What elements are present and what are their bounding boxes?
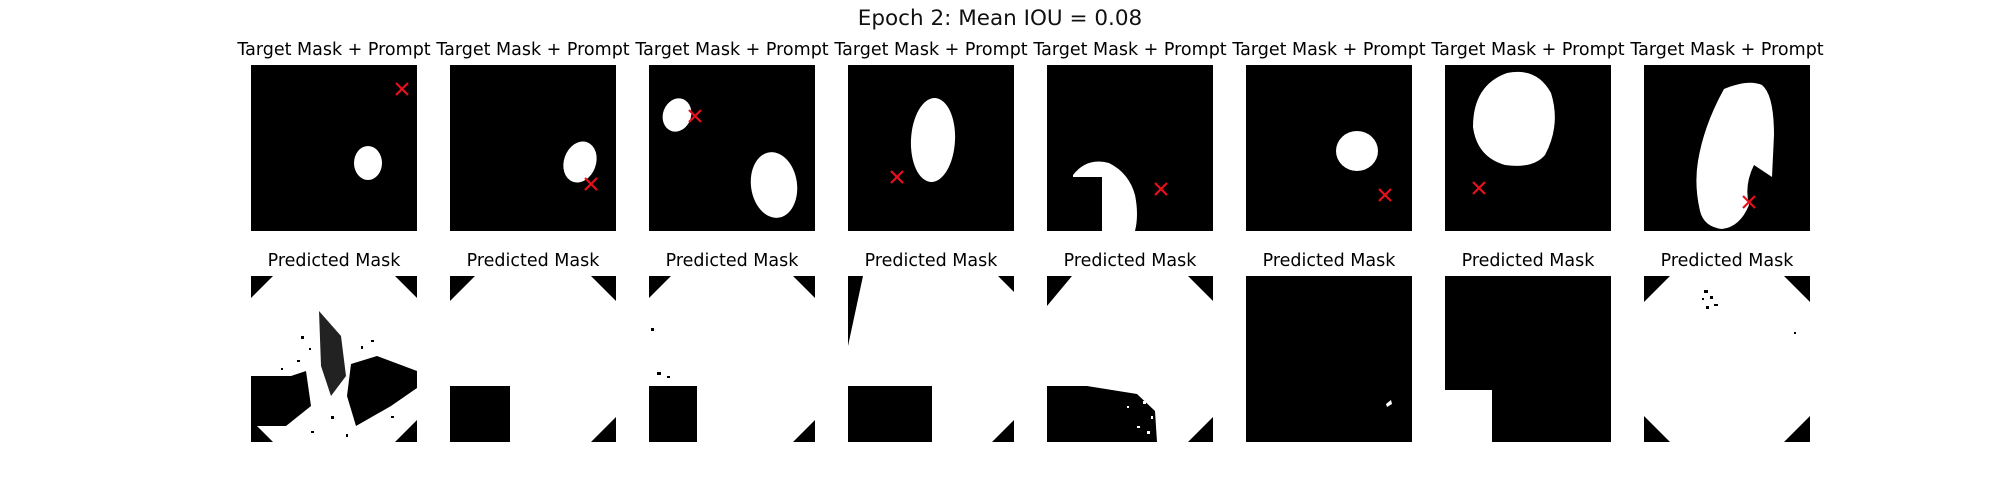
figure-title: Epoch 2: Mean IOU = 0.08: [857, 6, 1143, 31]
prompt-marker-x-icon: [1472, 181, 1486, 195]
predicted-title-5: Predicted Mask: [1063, 251, 1197, 271]
target-title-6: Target Mask + Prompt: [1232, 40, 1426, 60]
predicted-mask-panel-1: [251, 276, 417, 442]
predicted-mask-region: [450, 276, 616, 442]
target-mask-blob: [354, 146, 382, 180]
predicted-title-8: Predicted Mask: [1660, 251, 1794, 271]
target-mask-blob: [563, 141, 597, 183]
prompt-marker-x-icon: [584, 177, 598, 191]
noise-speckles: [651, 328, 670, 378]
predicted-mask-panel-3: [649, 276, 815, 442]
predicted-mask-panel-8: [1644, 276, 1810, 442]
target-mask-panel-8: [1644, 65, 1810, 231]
predicted-mask-panel-2: [450, 276, 616, 442]
predicted-title-2: Predicted Mask: [466, 251, 600, 271]
predicted-title-6: Predicted Mask: [1262, 251, 1396, 271]
target-title-2: Target Mask + Prompt: [436, 40, 630, 60]
target-mask-panel-5: [1047, 65, 1213, 231]
noise-speckles: [269, 336, 394, 437]
predicted-title-3: Predicted Mask: [665, 251, 799, 271]
prompt-marker-x-icon: [890, 170, 904, 184]
prompt-marker-x-icon: [1154, 182, 1168, 196]
predicted-title-1: Predicted Mask: [267, 251, 401, 271]
predicted-mask-region: [319, 311, 346, 396]
target-mask-blob: [1696, 82, 1774, 229]
target-mask-blob: [910, 98, 956, 182]
prompt-marker-x-icon: [1742, 195, 1756, 209]
predicted-title-7: Predicted Mask: [1461, 251, 1595, 271]
target-title-8: Target Mask + Prompt: [1630, 40, 1824, 60]
predicted-mask-region: [1644, 276, 1810, 442]
target-title-3: Target Mask + Prompt: [635, 40, 829, 60]
target-mask-panel-3: [649, 65, 815, 231]
target-title-1: Target Mask + Prompt: [237, 40, 431, 60]
prompt-marker-x-icon: [395, 82, 409, 96]
predicted-mask-panel-6: [1246, 276, 1412, 442]
target-mask-panel-6: [1246, 65, 1412, 231]
predicted-mask-panel-5: [1047, 276, 1213, 442]
predicted-mask-region: [1386, 400, 1392, 407]
target-mask-blob: [1073, 161, 1137, 231]
target-title-4: Target Mask + Prompt: [834, 40, 1028, 60]
target-mask-panel-1: [251, 65, 417, 231]
target-mask-panel-2: [450, 65, 616, 231]
predicted-title-4: Predicted Mask: [864, 251, 998, 271]
predicted-mask-panel-7: [1445, 276, 1611, 442]
target-mask-panel-4: [848, 65, 1014, 231]
prompt-marker-x-icon: [688, 109, 702, 123]
target-mask-blob: [662, 98, 692, 132]
target-mask-panel-7: [1445, 65, 1611, 231]
target-mask-blob: [750, 152, 798, 218]
noise-speckles: [1127, 401, 1153, 434]
prompt-marker-x-icon: [1378, 188, 1392, 202]
target-title-5: Target Mask + Prompt: [1033, 40, 1227, 60]
predicted-mask-region: [347, 356, 417, 426]
predicted-mask-region: [848, 276, 1014, 442]
predicted-mask-region: [1047, 276, 1213, 442]
target-mask-blob: [1473, 71, 1555, 166]
predicted-mask-region: [649, 276, 815, 442]
target-mask-blob: [1336, 131, 1378, 171]
predicted-mask-region: [1445, 390, 1492, 442]
noise-speckles: [1702, 290, 1796, 334]
target-title-7: Target Mask + Prompt: [1431, 40, 1625, 60]
predicted-mask-region: [251, 371, 311, 426]
predicted-mask-panel-4: [848, 276, 1014, 442]
